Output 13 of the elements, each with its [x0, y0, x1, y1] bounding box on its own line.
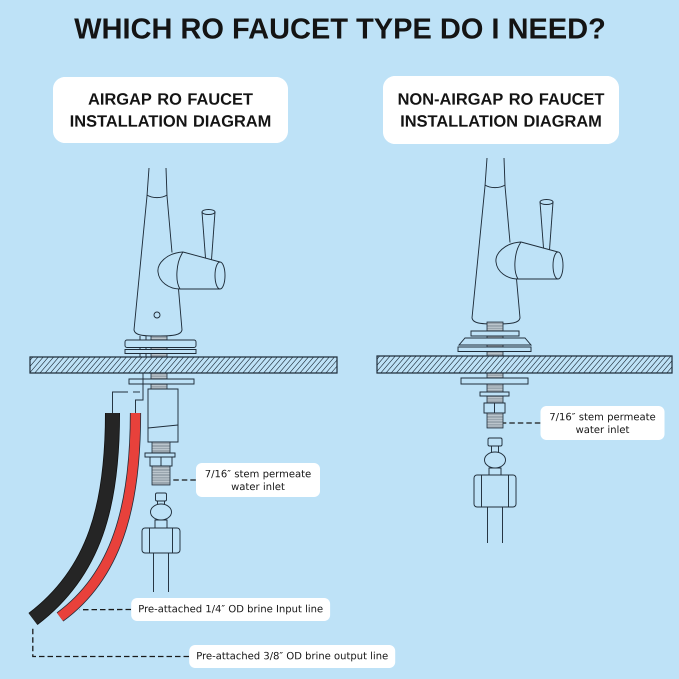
threaded-stem: [486, 412, 504, 428]
tube: [28, 392, 140, 625]
leader-line: [503, 422, 540, 424]
callout-label: 7/16″ stem permeate water inlet: [196, 463, 320, 497]
leader-line: [32, 626, 189, 658]
heading-box: AIRGAP RO FAUCET INSTALLATION DIAGRAM: [53, 77, 288, 143]
title: WHICH RO FAUCET TYPE DO I NEED?: [74, 18, 604, 39]
callout-label: Pre-attached 1/4″ OD brine Input line: [131, 598, 330, 621]
callout-label: 7/16″ stem permeate water inlet: [540, 406, 665, 440]
threaded-stem: [152, 466, 170, 486]
leader-line: [170, 479, 196, 481]
callout-label: Pre-attached 3/8″ OD brine output line: [189, 645, 396, 668]
heading-box: NON-AIRGAP RO FAUCET INSTALLATION DIAGRAM: [383, 76, 619, 144]
